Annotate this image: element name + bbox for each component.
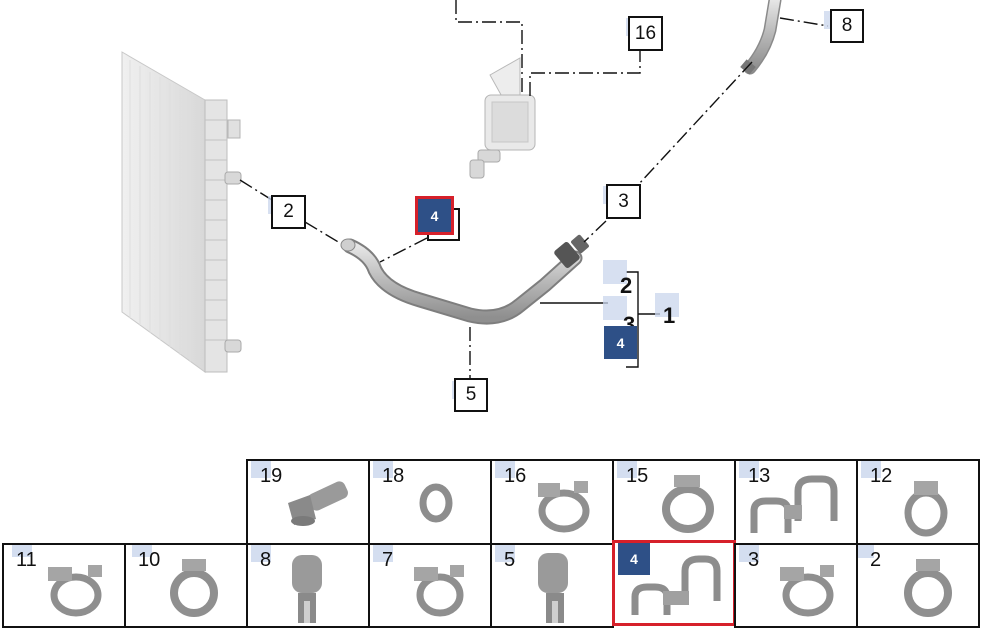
cell-highlight (495, 461, 515, 478)
cell-highlight (495, 545, 515, 562)
part-number: 11 (16, 549, 37, 571)
group-bracket (626, 271, 639, 368)
part-number: 4 (618, 543, 650, 575)
coolant-pipe-drawing (340, 234, 589, 325)
cell-highlight (373, 545, 393, 562)
cell-highlight (251, 545, 271, 562)
part-cell-5[interactable]: 5 (490, 543, 614, 628)
part-cell-7[interactable]: 7 (368, 543, 492, 628)
cell-highlight (739, 461, 759, 478)
double-clip-icon (631, 555, 721, 615)
oil-cooler-drawing (469, 57, 536, 179)
part-number: 18 (382, 465, 405, 487)
leader-lines (239, 0, 829, 378)
hose-clamp-icon (48, 565, 102, 617)
group-highlight (603, 296, 627, 320)
part-number: 12 (870, 465, 893, 487)
callout-4-selected[interactable]: 4 (415, 196, 454, 235)
callout-16[interactable]: 16 (628, 16, 663, 51)
group-highlight (655, 293, 679, 317)
part-cell-2[interactable]: 2 (856, 543, 980, 628)
cell-highlight (132, 545, 152, 557)
callout-5[interactable]: 5 (454, 378, 488, 412)
part-number: 10 (138, 549, 161, 571)
group-highlight (603, 260, 627, 284)
hose-clamp-icon (538, 481, 590, 533)
part-number: 19 (260, 465, 283, 487)
cell-highlight (251, 461, 271, 478)
bolt-icon (288, 481, 348, 526)
cell-highlight (861, 461, 881, 478)
part-cell-8[interactable]: 8 (246, 543, 370, 628)
group-label-2[interactable]: 2 (620, 273, 633, 298)
part-cell-13[interactable]: 13 (734, 459, 858, 545)
upper-pipe-drawing (740, 0, 782, 75)
part-cell-12[interactable]: 12 (856, 459, 980, 545)
cell-highlight (617, 461, 637, 478)
part-number: 13 (748, 465, 771, 487)
part-cell-19[interactable]: 19 (246, 459, 370, 545)
part-number: 16 (504, 465, 527, 487)
part-cell-4-selected[interactable]: 4 (612, 540, 736, 626)
cell-highlight (858, 545, 874, 558)
double-clip-icon (750, 475, 838, 533)
cell-highlight (12, 545, 32, 557)
washer-icon (419, 483, 453, 523)
group-label-1[interactable]: 1 (663, 303, 676, 328)
part-cell-16[interactable]: 16 (490, 459, 614, 545)
part-number: 2 (870, 549, 882, 571)
hose-clamp-icon (780, 565, 834, 617)
pipe-holder-icon (538, 553, 568, 623)
part-cell-11[interactable]: 11 (2, 543, 126, 628)
part-number: 15 (626, 465, 649, 487)
cell-highlight (739, 545, 759, 562)
part-number: 8 (260, 549, 272, 571)
hose-clamp-icon (662, 475, 714, 533)
part-cell-3[interactable]: 3 (734, 543, 858, 628)
radiator-drawing (121, 51, 242, 373)
callout-2[interactable]: 2 (271, 195, 306, 229)
part-cell-18[interactable]: 18 (368, 459, 492, 545)
hose-clamp-icon (904, 481, 948, 537)
part-cell-10[interactable]: 10 (124, 543, 248, 628)
callout-8[interactable]: 8 (830, 9, 864, 43)
part-number: 3 (748, 549, 760, 571)
part-cell-15[interactable]: 15 (612, 459, 736, 545)
part-number: 5 (504, 549, 516, 571)
group-label-4-selected[interactable]: 4 (604, 326, 637, 359)
hose-clamp-icon (414, 565, 464, 617)
hose-clamp-icon (904, 559, 952, 617)
cell-highlight (373, 461, 393, 478)
part-number: 7 (382, 549, 394, 571)
hose-clamp-icon (170, 559, 218, 617)
callout-3[interactable]: 3 (606, 184, 641, 219)
pipe-holder-icon (292, 555, 322, 623)
